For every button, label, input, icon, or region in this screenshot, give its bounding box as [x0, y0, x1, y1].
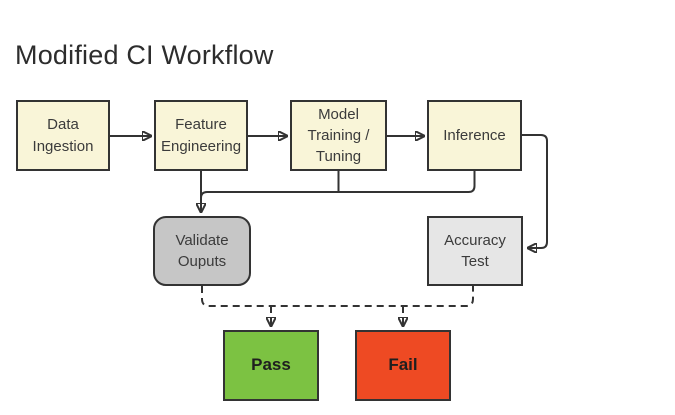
edge-dashed-bus — [201, 286, 474, 307]
node-label: Model Training / Tuning — [307, 105, 370, 166]
node-feature-engineering: Feature Engineering — [154, 100, 248, 171]
node-label: Validate Ouputs — [175, 231, 229, 270]
node-label: Feature Engineering — [160, 116, 242, 155]
node-model-training-tuning: Model Training / Tuning — [290, 100, 387, 171]
node-fail: Fail — [355, 330, 451, 401]
node-accuracy-test: Accuracy Test — [427, 216, 523, 286]
node-label: Accuracy Test — [444, 231, 506, 270]
edge-inference-to-accuracy — [522, 134, 548, 248]
node-label: Pass — [251, 355, 291, 375]
node-validate-outputs: Validate Ouputs — [153, 216, 251, 286]
node-data-ingestion: Data Ingestion — [16, 100, 110, 171]
node-label: Inference — [443, 126, 506, 144]
diagram-title: Modified CI Workflow — [15, 40, 274, 70]
node-label: Fail — [388, 355, 418, 375]
node-pass: Pass — [223, 330, 319, 401]
node-label: Data Ingestion — [32, 116, 94, 155]
node-inference: Inference — [427, 100, 522, 171]
